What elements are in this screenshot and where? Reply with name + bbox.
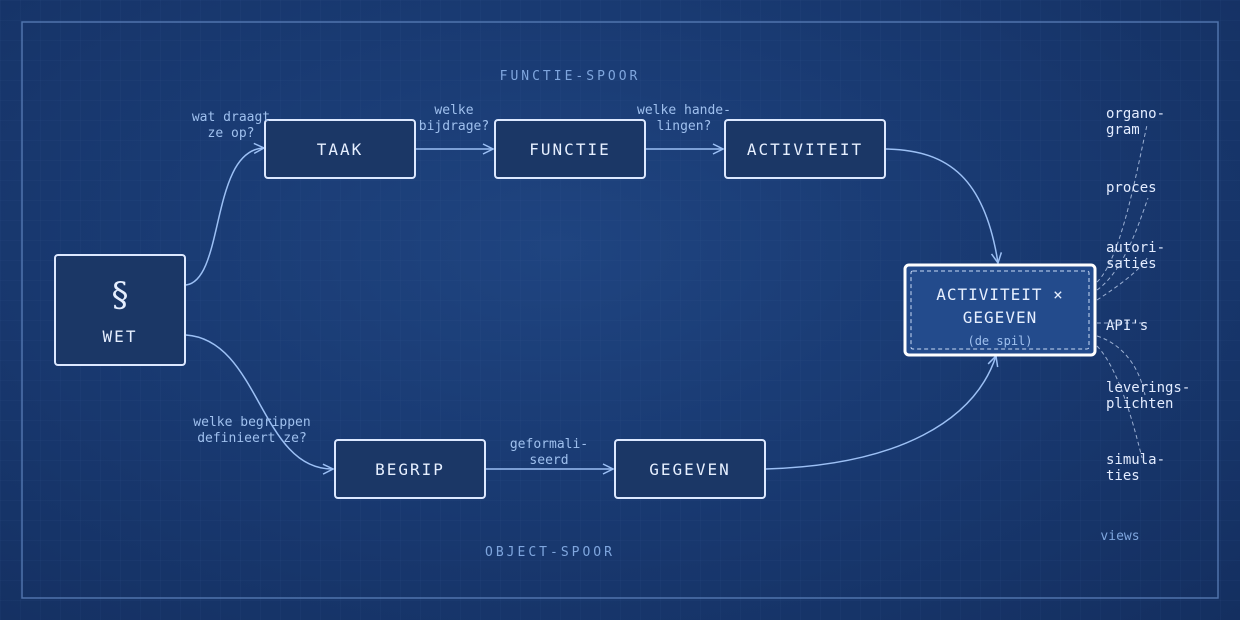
edge-label-functie-activiteit-2: lingen? [657, 119, 712, 134]
node-gegeven-label: GEGEVEN [649, 460, 730, 479]
view-item-autorisaties-1: autori- [1106, 240, 1165, 256]
edge-wet-taak [185, 148, 264, 286]
view-item-simulaties-1: simula- [1106, 452, 1165, 468]
track-label-functie: FUNCTIE-SPOOR [500, 69, 641, 84]
node-activiteit [724, 119, 886, 179]
edge-label-wet-taak-1: wat draagt [192, 110, 270, 125]
edge-label-wet-begrip-1: welke begrippen [193, 415, 310, 430]
node-pivot [903, 263, 1097, 357]
views-label: views [1100, 529, 1139, 544]
view-item-apis: API's [1106, 318, 1148, 334]
track-label-object: OBJECT-SPOOR [485, 545, 615, 560]
node-activiteit-label: ACTIVITEIT [747, 140, 863, 159]
edge-label-wet-taak-2: ze op? [208, 126, 255, 141]
edge-label-begrip-gegeven-1: geformali- [510, 437, 588, 452]
view-item-simulaties-2: ties [1106, 468, 1140, 484]
edge-label-taak-functie-2: bijdrage? [419, 119, 489, 134]
node-pivot-line2: GEGEVEN [963, 308, 1037, 327]
paragraph-icon: § [112, 275, 129, 315]
view-item-leveringsplichten-1: leverings- [1106, 380, 1190, 396]
view-item-organogram-1: organo- [1106, 106, 1165, 122]
view-item-autorisaties-2: saties [1106, 256, 1157, 272]
node-pivot-inner-border [910, 270, 1090, 350]
node-begrip-label: BEGRIP [375, 460, 445, 479]
view-item-organogram-2: gram [1106, 122, 1140, 138]
node-wet-label: WET [103, 327, 138, 346]
node-gegeven [614, 439, 766, 499]
node-taak-label: TAAK [317, 140, 364, 159]
edge-activiteit-pivot [885, 148, 998, 263]
frame-border [21, 21, 1219, 599]
edge-label-wet-begrip-2: definieert ze? [197, 431, 307, 446]
edge-label-begrip-gegeven-2: seerd [529, 453, 568, 468]
node-begrip [334, 439, 486, 499]
view-item-proces: proces [1106, 180, 1157, 196]
node-functie-label: FUNCTIE [529, 140, 610, 159]
node-functie [494, 119, 646, 179]
edge-gegeven-pivot [765, 356, 996, 470]
node-taak [264, 119, 416, 179]
view-item-leveringsplichten-2: plichten [1106, 396, 1173, 412]
node-pivot-sub: (de spil) [967, 334, 1032, 348]
edge-label-taak-functie-1: welke [434, 103, 473, 118]
node-pivot-line1: ACTIVITEIT × [936, 285, 1064, 304]
edge-label-functie-activiteit-1: welke hande- [637, 103, 731, 118]
edge-wet-begrip [185, 334, 333, 469]
view-connectors [1096, 124, 1149, 459]
node-wet [54, 254, 186, 366]
